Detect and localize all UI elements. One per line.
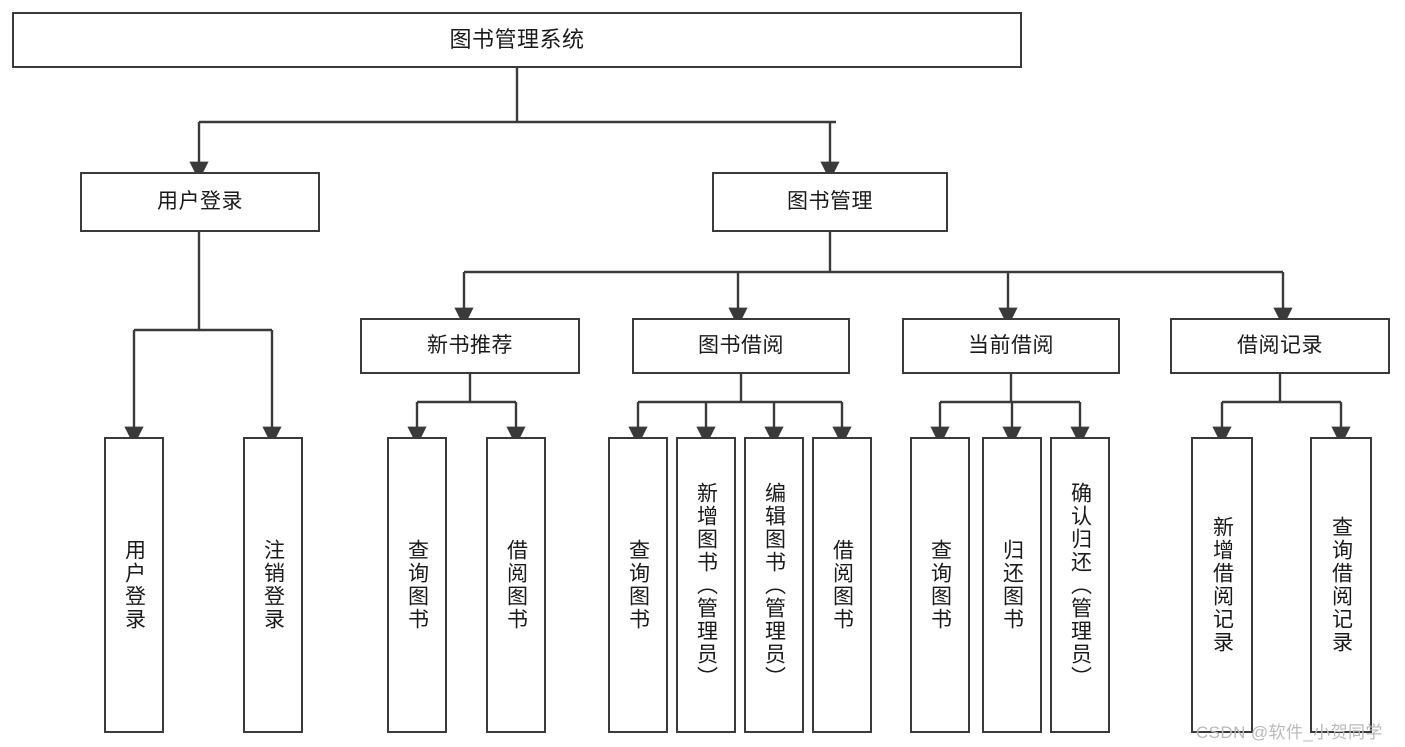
leaf-user-login-label: 用户登录 <box>122 539 146 631</box>
leaf-return-book[interactable]: 归还图书 <box>982 437 1042 733</box>
node-borrow-record[interactable]: 借阅记录 <box>1170 318 1390 374</box>
leaf-query-book-borrow[interactable]: 查询图书 <box>608 437 668 733</box>
node-user-login[interactable]: 用户登录 <box>80 172 320 232</box>
node-book-borrow[interactable]: 图书借阅 <box>632 318 850 374</box>
node-user-login-label: 用户登录 <box>157 190 243 214</box>
leaf-query-book-newbook-label: 查询图书 <box>405 539 429 631</box>
leaf-add-book-admin[interactable]: 新增图书（管理员） <box>676 437 736 733</box>
node-root-label: 图书管理系统 <box>449 26 585 52</box>
node-book-management-label: 图书管理 <box>787 190 873 214</box>
leaf-query-book-borrow-label: 查询图书 <box>626 539 650 631</box>
leaf-add-borrow-record[interactable]: 新增借阅记录 <box>1191 437 1253 733</box>
leaf-logout[interactable]: 注销登录 <box>243 437 303 733</box>
node-book-borrow-label: 图书借阅 <box>698 334 784 358</box>
leaf-borrow-book-newbook-label: 借阅图书 <box>504 539 528 631</box>
leaf-query-book-current-label: 查询图书 <box>928 539 952 631</box>
leaf-logout-label: 注销登录 <box>261 539 285 631</box>
leaf-query-book-current[interactable]: 查询图书 <box>910 437 970 733</box>
node-new-book-recommend[interactable]: 新书推荐 <box>360 318 580 374</box>
leaf-query-book-newbook[interactable]: 查询图书 <box>387 437 447 733</box>
leaf-query-borrow-record[interactable]: 查询借阅记录 <box>1310 437 1372 733</box>
node-book-management[interactable]: 图书管理 <box>712 172 948 232</box>
leaf-return-book-label: 归还图书 <box>1000 539 1024 631</box>
leaf-edit-book-admin-label: 编辑图书（管理员） <box>762 481 786 689</box>
leaf-user-login[interactable]: 用户登录 <box>104 437 164 733</box>
node-current-borrow-label: 当前借阅 <box>968 334 1054 358</box>
node-new-book-recommend-label: 新书推荐 <box>427 334 513 358</box>
leaf-add-borrow-record-label: 新增借阅记录 <box>1210 516 1234 654</box>
node-borrow-record-label: 借阅记录 <box>1237 334 1323 358</box>
leaf-confirm-return-admin[interactable]: 确认归还（管理员） <box>1050 437 1110 733</box>
leaf-query-borrow-record-label: 查询借阅记录 <box>1329 516 1353 654</box>
leaf-confirm-return-admin-label: 确认归还（管理员） <box>1068 481 1092 689</box>
node-root[interactable]: 图书管理系统 <box>12 12 1022 68</box>
leaf-lend-book[interactable]: 借阅图书 <box>812 437 872 733</box>
leaf-lend-book-label: 借阅图书 <box>830 539 854 631</box>
csdn-watermark: CSDN @软件_小贺同学 <box>1196 723 1383 742</box>
leaf-add-book-admin-label: 新增图书（管理员） <box>694 481 718 689</box>
leaf-edit-book-admin[interactable]: 编辑图书（管理员） <box>744 437 804 733</box>
leaf-borrow-book-newbook[interactable]: 借阅图书 <box>486 437 546 733</box>
node-current-borrow[interactable]: 当前借阅 <box>902 318 1120 374</box>
